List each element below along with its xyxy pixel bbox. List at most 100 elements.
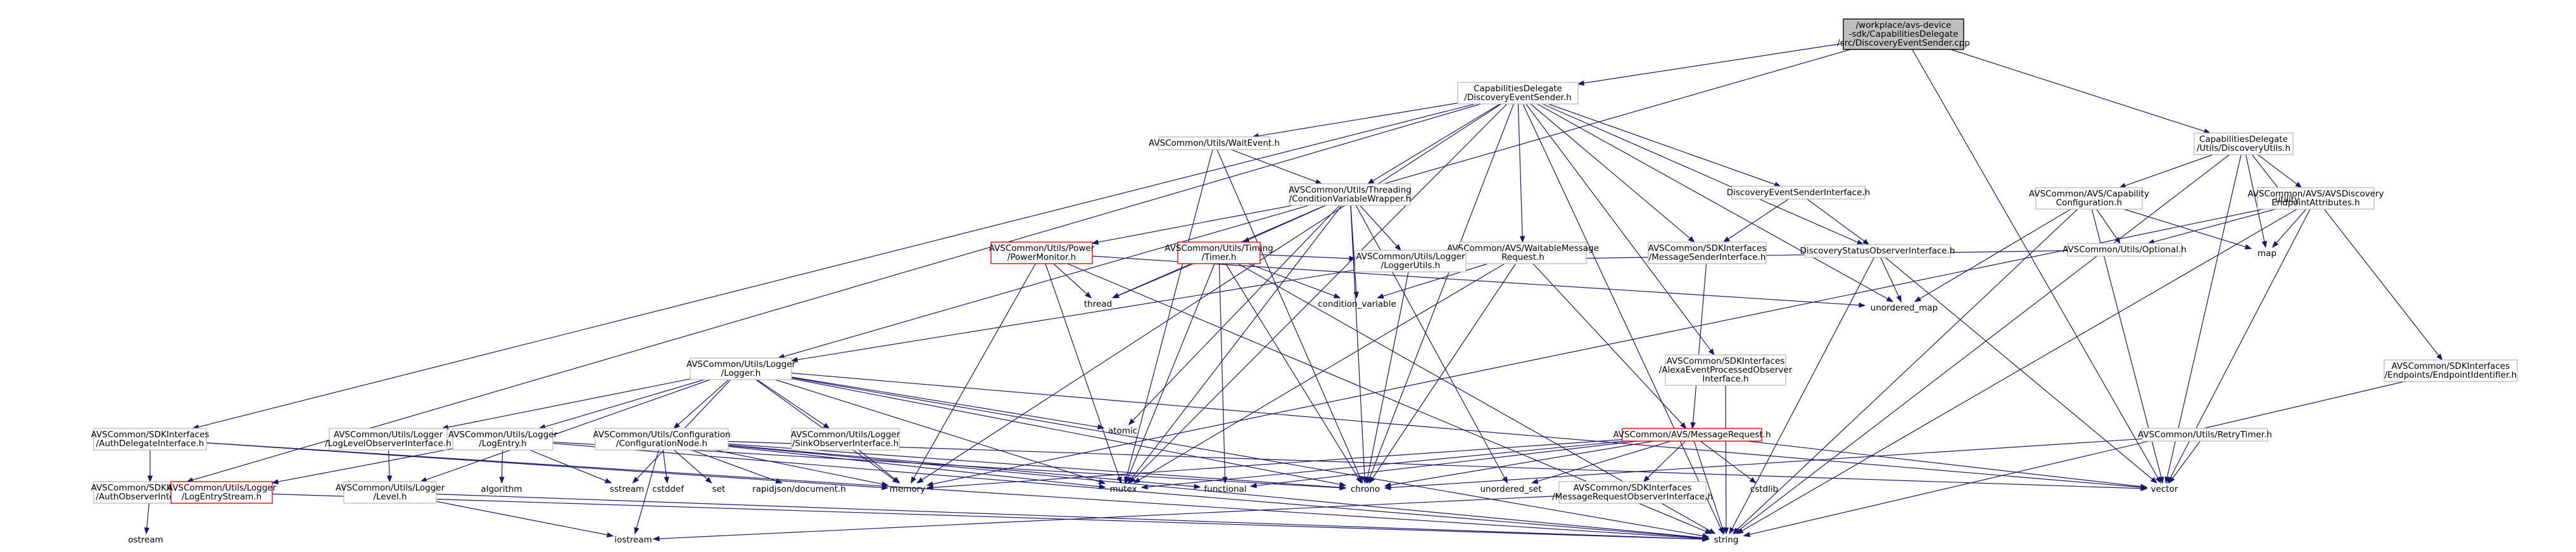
edge-avs_disc-to-memory: [926, 209, 2264, 487]
edge-level-to-iostream: [436, 501, 614, 538]
node-optional[interactable]: AVSCommon/Utils/Optional.h: [2062, 243, 2187, 257]
node-msgreq[interactable]: AVSCommon/AVS/MessageRequest.h: [1613, 428, 1771, 442]
node-vector: vector: [2151, 484, 2178, 494]
node-logentry[interactable]: AVSCommon/Utils/Logger/LogEntry.h: [448, 428, 558, 451]
node-msi[interactable]: AVSCommon/SDKInterfaces/MessageSenderInt…: [1648, 241, 1767, 264]
edge-msgreq-to-mutex: [1140, 440, 1626, 490]
node-label: atomic: [1108, 426, 1137, 436]
edge-cvw-to-atomic: [1128, 205, 1341, 425]
node-confnode[interactable]: AVSCommon/Utils/Configuration/Configurat…: [593, 428, 731, 451]
edge-waitable-to-chrono: [1368, 263, 1517, 484]
edge-msi-to-msgreq: [1690, 263, 1707, 430]
node-level[interactable]: AVSCommon/Utils/Logger/Level.h: [336, 481, 445, 504]
node-logentrystream[interactable]: AVSCommon/Utils/Logger/LogEntryStream.h: [167, 481, 277, 504]
node-iostream: iostream: [614, 535, 652, 545]
node-label: DiscoveryEventSenderInterface.h: [1727, 188, 1871, 198]
edge-powermon-to-mutex: [1045, 263, 1122, 484]
edge-adi-to-aoi: [147, 450, 153, 483]
node-label: rapidjson/document.h: [752, 484, 846, 494]
node-label: /Level.h: [373, 492, 407, 502]
node-cstddef: cstddef: [652, 484, 685, 494]
node-desi[interactable]: DiscoveryEventSenderInterface.h: [1727, 186, 1871, 200]
node-dsoi[interactable]: DiscoveryStatusObserverInterface.h: [1800, 244, 1955, 258]
node-box: [1843, 18, 1964, 50]
node-box: [93, 428, 207, 451]
node-map: map: [2257, 248, 2276, 259]
edge-logger-to-llo: [441, 378, 691, 430]
edge-timer-to-thread: [1112, 263, 1194, 298]
edge-cvw-to-powermon: [1091, 205, 1294, 245]
edge-level-to-string: [436, 493, 1710, 542]
edge-msgreq-to-uset: [1531, 440, 1671, 484]
node-label: /AuthDelegateInterface.h: [96, 439, 205, 449]
node-epid[interactable]: AVSCommon/SDKInterfaces/Endpoints/Endpoi…: [2383, 359, 2518, 382]
node-powermon[interactable]: AVSCommon/Utils/Power/PowerMonitor.h: [989, 241, 1095, 264]
edge-confnode-to-iostream: [634, 449, 659, 535]
edge-disc_utils-to-map: [2245, 154, 2268, 248]
node-waitevent[interactable]: AVSCommon/Utils/WaitEvent.h: [1149, 136, 1280, 150]
node-mroi[interactable]: AVSCommon/SDKInterfaces/MessageRequestOb…: [1552, 481, 1713, 504]
node-string: string: [1714, 535, 1739, 545]
edge-cvw-to-loggerutils: [1360, 205, 1401, 252]
node-label: CapabilitiesDelegate: [1474, 84, 1562, 94]
node-aepoi[interactable]: AVSCommon/SDKInterfaces/AlexaEventProces…: [1659, 354, 1793, 386]
node-llo[interactable]: AVSCommon/Utils/Logger/LogLevelObserverI…: [325, 428, 451, 451]
node-avs_disc[interactable]: AVSCommon/AVS/AVSDiscoveryEndpointAttrib…: [2247, 187, 2384, 210]
node-chrono: chrono: [1351, 484, 1380, 494]
edge-root-to-des_h: [1577, 42, 1844, 86]
node-box: [1648, 241, 1767, 264]
node-label: /workplace/avs-device: [1856, 20, 1952, 30]
node-disc_utils[interactable]: CapabilitiesDelegate/Utils/DiscoveryUtil…: [2194, 132, 2294, 155]
edge-avs_disc-to-string: [1736, 209, 2297, 534]
node-ostream: ostream: [128, 535, 163, 545]
node-label: AVSCommon/Utils/Configuration: [593, 430, 730, 440]
node-label: AVSCommon/SDKInterfaces: [1574, 483, 1692, 493]
node-cvw[interactable]: AVSCommon/Utils/Threading/ConditionVaria…: [1289, 183, 1411, 206]
node-label: string: [1714, 535, 1739, 545]
edge-waitevent-to-mutex: [1123, 149, 1213, 484]
node-label: algorithm: [481, 484, 522, 494]
edge-des_h-to-aoi: [186, 103, 1481, 483]
edge-cap_config-to-string: [1732, 209, 2078, 534]
node-box: [2194, 132, 2294, 155]
node-logger[interactable]: AVSCommon/Utils/Logger/Logger.h: [686, 357, 796, 380]
node-retry[interactable]: AVSCommon/Utils/RetryTimer.h: [2138, 428, 2272, 442]
edge-epid-to-string: [1743, 381, 2405, 537]
edge-confnode-to-functional: [728, 444, 1201, 489]
node-uset: unordered_set: [1480, 484, 1541, 494]
node-label: AVSCommon/SDKInterfaces: [91, 430, 210, 440]
node-label: set: [712, 484, 726, 494]
node-sinkobs[interactable]: AVSCommon/Utils/Logger/SinkObserverInter…: [791, 428, 900, 451]
edge-confnode-to-vector: [728, 440, 2148, 491]
edge-logentry-to-sstream: [529, 449, 612, 484]
edge-des_h-to-adi: [191, 103, 1475, 430]
node-functional: functional: [1204, 484, 1246, 494]
node-umap: unordered_map: [1871, 303, 1938, 313]
node-root[interactable]: /workplace/avs-device-sdk/CapabilitiesDe…: [1837, 18, 1970, 50]
node-box: [329, 428, 448, 451]
node-adi[interactable]: AVSCommon/SDKInterfaces/AuthDelegateInte…: [91, 428, 210, 451]
node-box: [2142, 428, 2268, 442]
edge-des_h-to-waitable: [1517, 103, 1525, 243]
node-memory: memory: [890, 484, 925, 494]
node-des_h[interactable]: CapabilitiesDelegate/DiscoveryEventSende…: [1457, 82, 1579, 105]
node-label: -sdk/CapabilitiesDelegate: [1849, 29, 1959, 39]
node-label: mutex: [1109, 484, 1137, 494]
edge-des_h-to-mutex: [1128, 103, 1508, 484]
edge-cap_config-to-map: [2123, 209, 2252, 250]
edge-avs_disc-to-vector: [2167, 209, 2311, 484]
node-box: [1158, 136, 1270, 150]
node-loggerutils[interactable]: AVSCommon/Utils/Logger/LoggerUtils.h: [1354, 250, 1467, 273]
node-label: functional: [1204, 484, 1246, 494]
node-label: /MessageSenderInterface.h: [1649, 252, 1766, 262]
node-timer[interactable]: AVSCommon/Utils/Timing/Timer.h: [1165, 241, 1273, 264]
edge-loggerutils-to-chrono: [1365, 271, 1409, 484]
edge-root-to-disc_utils: [1950, 49, 2211, 134]
edge-des_h-to-waitevent: [1251, 103, 1458, 139]
node-label: map: [2257, 248, 2276, 259]
node-thread: thread: [1084, 299, 1112, 309]
node-label: /LogEntry.h: [479, 439, 527, 449]
